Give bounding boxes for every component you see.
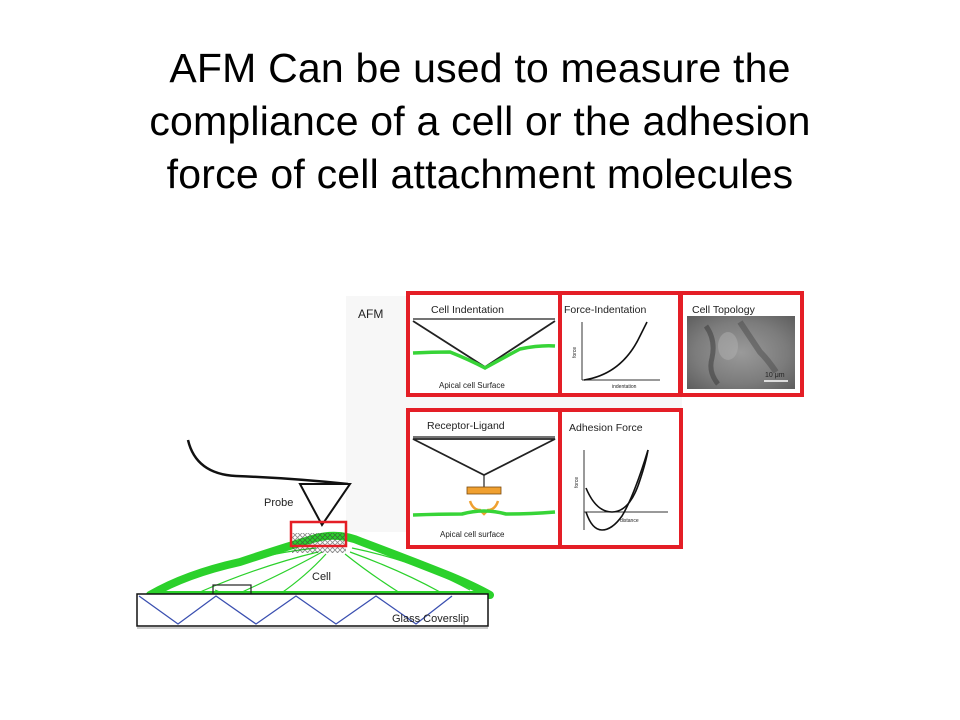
x-axis-label: indentation xyxy=(612,384,637,390)
probe-tip xyxy=(298,483,352,527)
afm-label: AFM xyxy=(358,307,383,321)
panel-title: Cell Indentation xyxy=(431,304,504,316)
panel-frame xyxy=(406,291,562,397)
panel-frame xyxy=(406,408,562,549)
glass-coverslip-label: Glass Coverslip xyxy=(392,613,469,625)
title-line-2: compliance of a cell or the adhesion xyxy=(149,98,811,144)
panel-adhesion-force: Adhesion Force force distance xyxy=(558,408,683,549)
title-line-1: AFM Can be used to measure the xyxy=(169,45,791,91)
probe-label: Probe xyxy=(264,497,293,509)
panel-frame xyxy=(558,408,683,549)
cytoskeleton-fiber xyxy=(279,553,327,595)
cantilever xyxy=(186,439,349,486)
indentation-highlight xyxy=(289,520,348,548)
coverslip-pattern xyxy=(138,595,453,625)
y-axis-label: force xyxy=(574,477,580,488)
y-axis-label: force xyxy=(572,347,578,358)
x-axis-label: distance xyxy=(620,518,639,524)
panel-title: Force-Indentation xyxy=(564,304,646,316)
panel-force-indentation: Force-Indentation force indentation xyxy=(558,291,682,397)
panel-caption: Apical cell Surface xyxy=(439,381,505,390)
panel-title: Cell Topology xyxy=(692,304,756,316)
ligand-block xyxy=(466,486,502,495)
cytoskeleton-fiber xyxy=(344,553,401,594)
panel-caption: Apical cell surface xyxy=(440,530,505,539)
panel-title: Adhesion Force xyxy=(569,422,643,434)
cell-membrane-line xyxy=(412,509,556,517)
topology-highlight xyxy=(718,332,738,360)
slide-title: AFM Can be used to measure the complianc… xyxy=(60,42,900,201)
topology-ridge xyxy=(703,324,720,386)
cytoskeleton-fiber xyxy=(239,551,323,594)
receptor-bracket xyxy=(468,500,500,516)
scale-bar-label: 10 μm xyxy=(765,372,785,379)
cell-membrane-line xyxy=(412,344,556,370)
afm-setup: Probe Cell Glass Coverslip xyxy=(136,439,494,629)
retract-curve xyxy=(585,449,649,531)
topology-shadow xyxy=(737,320,779,374)
panel-title: Receptor-Ligand xyxy=(427,420,505,432)
cell-label: Cell xyxy=(312,571,331,583)
afm-tip-triangle xyxy=(412,438,556,477)
panel-cell-topology: Cell Topology 10 μm xyxy=(679,291,804,397)
panel-receptor-ligand: Receptor-Ligand Apical cell surface xyxy=(406,408,562,549)
contact-region xyxy=(292,533,346,553)
cytoskeleton-fiber xyxy=(349,551,441,593)
force-curve xyxy=(583,321,648,381)
cytoskeleton-fiber xyxy=(351,547,471,591)
glass-coverslip xyxy=(136,593,489,627)
panel-cell-indentation: Cell Indentation Apical cell Surface xyxy=(406,291,562,397)
title-line-3: force of cell attachment molecules xyxy=(166,151,794,197)
